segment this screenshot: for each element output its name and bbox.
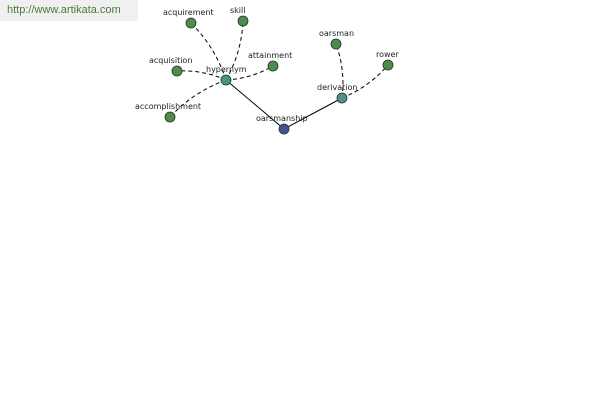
edge-derivation-rower [341,64,389,99]
node-hypernym-label[interactable]: hypernym [206,65,247,74]
node-oarsman[interactable]: oarsman [319,29,354,50]
node-acquisition[interactable]: acquisition [149,56,192,77]
node-rower[interactable]: rower [376,50,399,71]
edge-oarsmanship-hypernym [225,79,285,130]
node-hypernym-dot[interactable] [220,74,232,86]
node-oarsmanship[interactable]: oarsmanship [256,114,308,135]
site-url-banner[interactable]: http://www.artikata.com [0,0,138,21]
node-skill-dot[interactable] [237,15,249,27]
node-attainment[interactable]: attainment [248,51,292,72]
node-accomplishment-dot[interactable] [164,111,176,123]
nodes-layer: oarsmanship hypernym derivation acquirement… [135,6,399,135]
node-derivation-dot[interactable] [336,92,348,104]
node-skill[interactable]: skill [230,6,249,27]
node-skill-label[interactable]: skill [230,6,245,15]
edge-oarsmanship-derivation [283,97,343,130]
node-acquirement-label[interactable]: acquirement [163,8,214,17]
node-acquisition-dot[interactable] [171,65,183,77]
node-oarsmanship-dot[interactable] [278,123,290,135]
node-accomplishment-label[interactable]: accomplishment [135,102,201,111]
node-rower-dot[interactable] [382,59,394,71]
node-acquisition-label[interactable]: acquisition [149,56,192,65]
node-hypernym[interactable]: hypernym [206,65,247,86]
node-rower-label[interactable]: rower [376,50,399,59]
edges-layer [169,20,389,130]
node-acquirement[interactable]: acquirement [163,8,214,29]
node-attainment-label[interactable]: attainment [248,51,292,60]
edge-hypernym-accomplishment [169,79,227,118]
node-acquirement-dot[interactable] [185,17,197,29]
node-accomplishment[interactable]: accomplishment [135,102,201,123]
node-oarsman-dot[interactable] [330,38,342,50]
node-oarsmanship-label[interactable]: oarsmanship [256,114,308,123]
node-oarsman-label[interactable]: oarsman [319,29,354,38]
node-derivation[interactable]: derivation [317,83,357,104]
node-derivation-label[interactable]: derivation [317,83,357,92]
node-attainment-dot[interactable] [267,60,279,72]
